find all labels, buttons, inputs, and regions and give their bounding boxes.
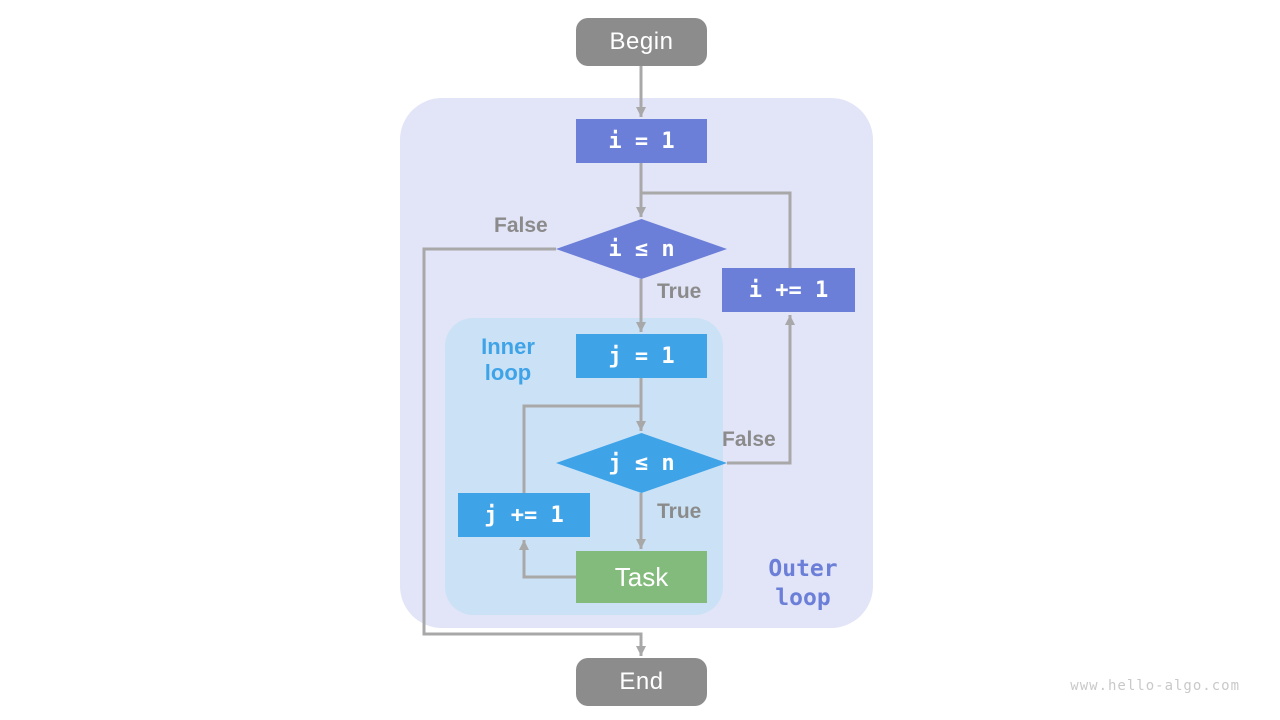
increment-i-node: i += 1 (722, 268, 855, 312)
increment-j-node: j += 1 (458, 493, 590, 537)
inner-loop-label-line2: loop (484, 360, 532, 385)
init-j-node: j = 1 (576, 334, 707, 378)
outer-loop-label: Outer loop (743, 555, 863, 613)
begin-node: Begin (576, 18, 707, 66)
cond-j-false-label: False (722, 428, 776, 451)
site-watermark: www.hello-algo.com (1070, 678, 1240, 694)
outer-loop-label-line2: loop (775, 585, 831, 611)
task-node: Task (576, 551, 707, 603)
outer-loop-label-line1: Outer (768, 556, 838, 582)
inner-loop-label: Inner loop (458, 334, 558, 386)
cond-i-false-label: False (494, 214, 548, 237)
cond-j-true-label: True (657, 500, 702, 523)
inner-loop-label-line1: Inner (481, 334, 535, 359)
cond-i-true-label: True (657, 280, 702, 303)
init-i-node: i = 1 (576, 119, 707, 163)
end-node: End (576, 658, 707, 706)
